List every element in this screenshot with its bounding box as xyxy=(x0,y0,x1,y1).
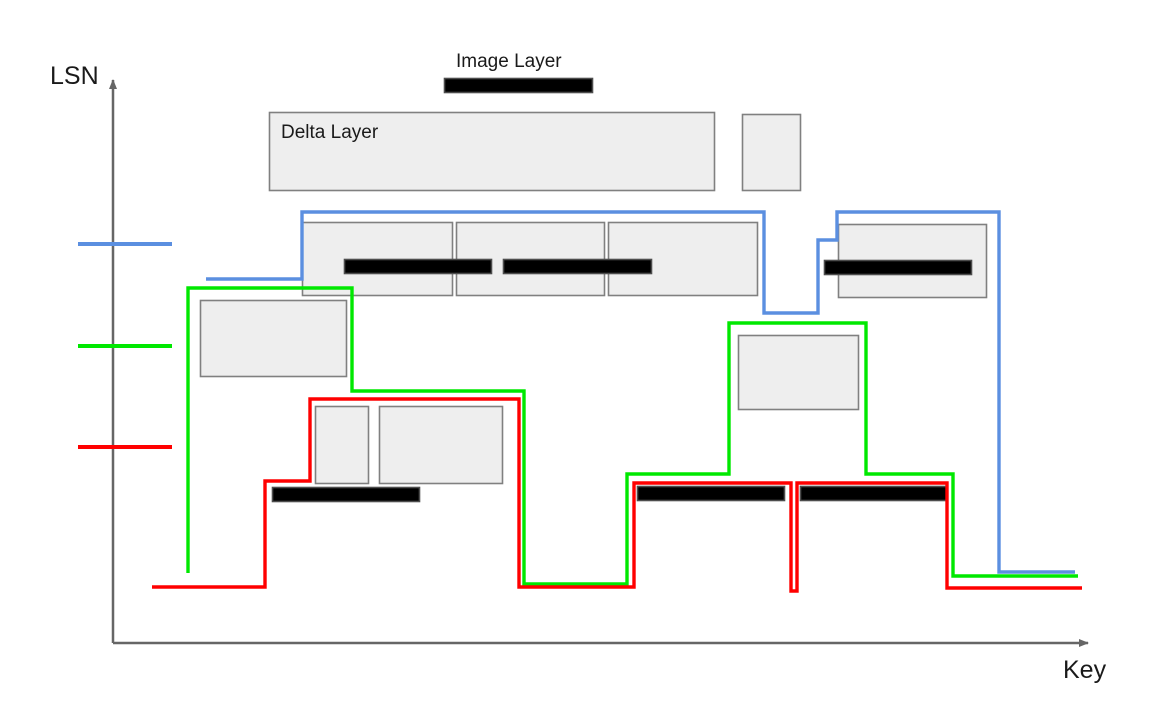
image-layer-label: Image Layer xyxy=(456,51,562,72)
green-delta-box-2 xyxy=(737,334,860,411)
red-delta-box-2 xyxy=(378,405,504,485)
axes xyxy=(109,79,1089,647)
red-delta-box-1 xyxy=(314,405,370,485)
image-bar-blue-1 xyxy=(343,258,493,275)
branch-blue xyxy=(206,210,1075,574)
y-axis-label: LSN xyxy=(50,62,99,90)
branch-lines xyxy=(152,210,1082,593)
delta-layer-label: Delta Layer xyxy=(281,122,379,143)
image-bar-blue-2 xyxy=(502,258,653,275)
branch-green xyxy=(186,286,1078,586)
branch-red xyxy=(152,397,1082,593)
delta-box-top-right xyxy=(741,113,802,192)
lsn-tick-marks xyxy=(78,242,172,449)
blue-delta-box-3 xyxy=(607,221,759,297)
image-bar-red-3 xyxy=(799,485,949,502)
image-bar-red-2 xyxy=(636,485,786,502)
x-axis-label: Key xyxy=(1063,656,1107,684)
green-delta-box-1 xyxy=(199,299,348,378)
image-bar-red-1 xyxy=(271,486,421,503)
image-bar-top xyxy=(443,77,594,94)
delta-layer-boxes xyxy=(199,111,988,485)
delta-layer-box xyxy=(268,111,716,192)
image-bar-blue-3 xyxy=(823,259,973,276)
